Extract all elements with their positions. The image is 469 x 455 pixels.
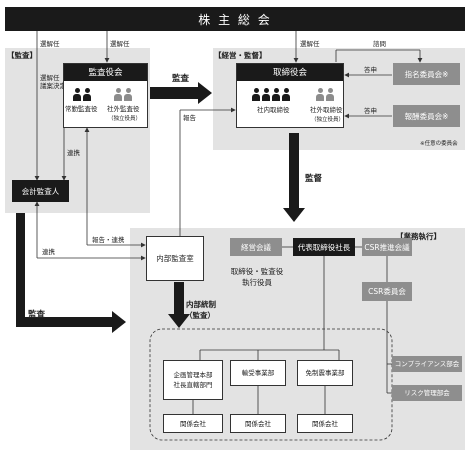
label-audit-left-arrow: 監査 [28, 310, 46, 320]
person-icon [316, 88, 324, 101]
board-outside-label: 社外取締役 [310, 106, 343, 114]
person-icon [282, 88, 290, 101]
label-internal-control: 内部統制 [186, 300, 216, 309]
csr-promotion-meeting: CSR推進会議 [362, 238, 412, 256]
division-planning: 企画管理本部 社長直轄部門 [163, 360, 223, 400]
management-meeting: 経営会議 [230, 238, 282, 256]
label-report-up: 報告 [183, 114, 196, 122]
person-icon [114, 88, 122, 101]
section-label-audit: 【監査】 [7, 51, 37, 60]
audit-board: 監査役会 常勤監査役 社外監査役 （独立役員） [63, 63, 148, 128]
label-report-1: 答申 [364, 66, 377, 74]
audit-full-time-label: 常勤監査役 [65, 105, 98, 113]
person-icon [83, 88, 91, 101]
label-audit-proposal-1: 選解任 [40, 74, 60, 82]
label-appoint-dismiss-3: 選解任 [300, 40, 320, 48]
label-audit-arrow: 監査 [172, 74, 190, 84]
section-label-execution: 【業務執行】 [396, 232, 441, 241]
label-supervise-arrow: 監督 [305, 174, 323, 184]
label-internal-control-sub: （監査） [185, 311, 215, 320]
nomination-committee: 指名委員会※ [393, 63, 460, 85]
audit-board-title: 監査役会 [64, 64, 147, 81]
accounting-auditor: 会計監査人 [12, 180, 69, 202]
officers-text: 取締役・監査役 執行役員 [230, 267, 284, 287]
label-consult: 諮問 [373, 40, 386, 48]
section-label-management: 【経営・監督】 [214, 51, 267, 60]
label-audit-proposal-2: 議案決定 [40, 82, 66, 90]
person-icon [73, 88, 81, 101]
person-icon [262, 88, 270, 101]
president: 代表取締役社長 [293, 238, 355, 256]
audit-outside-label: 社外監査役 [107, 105, 140, 113]
shareholders-meeting: 株 主 総 会 [5, 7, 465, 31]
label-cooperate-1: 連携 [67, 149, 80, 157]
person-icon [124, 88, 132, 101]
label-cooperate-2: 連携 [42, 248, 55, 256]
committee-note: ※任意の委員会 [420, 141, 458, 147]
board-outside-note: （独立役員） [311, 117, 345, 123]
compliance-committee: コンプライアンス部会 [392, 356, 462, 372]
person-icon [326, 88, 334, 101]
board-of-directors: 取締役会 社内取締役 社外取締役 （独立役員） [236, 63, 344, 128]
csr-committee: CSR委員会 [362, 282, 412, 301]
label-appoint-dismiss-2: 選解任 [110, 40, 130, 48]
person-icon [252, 88, 260, 101]
division-seismic: 免制震事業部 [297, 360, 353, 386]
person-icon [272, 88, 280, 101]
related-company-1: 関係会社 [163, 414, 223, 433]
label-report-cooperate: 報告・連携 [92, 236, 125, 244]
risk-management-committee: リスク管理部会 [392, 385, 462, 401]
related-company-3: 関係会社 [297, 414, 353, 433]
board-title: 取締役会 [237, 64, 343, 81]
related-company-2: 関係会社 [230, 414, 286, 433]
compensation-committee: 報酬委員会※ [393, 105, 460, 127]
label-appoint-dismiss-1: 選解任 [40, 40, 60, 48]
label-report-2: 答申 [364, 107, 377, 115]
board-inside-label: 社内取締役 [257, 106, 290, 114]
division-transport: 輸受事業部 [230, 360, 286, 386]
internal-audit-office: 内部監査室 [146, 236, 204, 281]
audit-outside-note: （独立役員） [108, 116, 142, 122]
